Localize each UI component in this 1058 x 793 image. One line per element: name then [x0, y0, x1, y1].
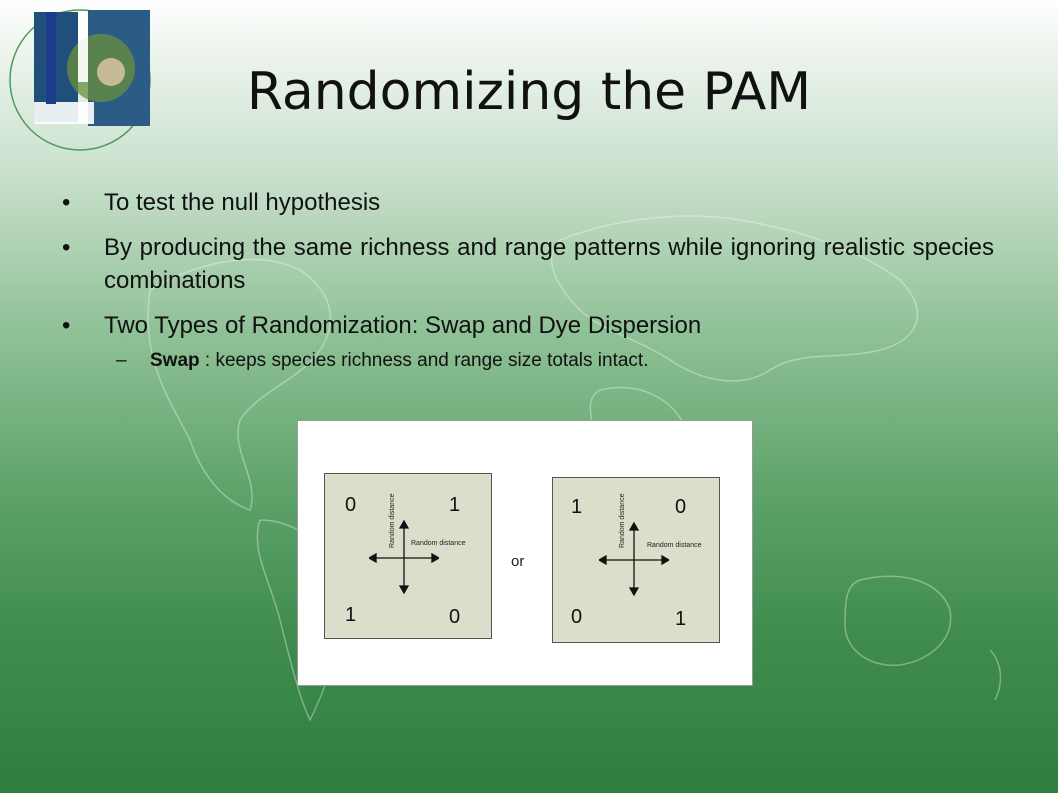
bullet-glyph: •: [62, 189, 71, 216]
cell-top-left: 1: [571, 496, 583, 518]
bullet-text: To test the null hypothesis: [104, 189, 381, 216]
bullet-item: • Two Types of Randomization: Swap and D…: [62, 309, 994, 342]
swap-panel-right: 1 0 0 1 Random distance Random distance: [552, 477, 720, 643]
bullet-glyph: •: [62, 312, 71, 340]
sub-bullet-bold: Swap: [150, 350, 200, 372]
bullet-text: By producing the same richness and range…: [104, 234, 994, 295]
arrow-label-horizontal: Random distance: [647, 542, 702, 549]
bullet-item: • To test the null hypothesis: [62, 186, 994, 219]
sub-bullet-item: – Swap : keeps species richness and rang…: [116, 350, 994, 372]
sub-bullet-rest: : keeps species richness and range size …: [199, 350, 649, 372]
cell-bottom-right: 1: [675, 608, 687, 630]
swap-diagram: 0 1 1 0 Random distance Random distance …: [297, 420, 753, 686]
sub-bullet-dash: –: [116, 350, 127, 372]
swap-panel-left: 0 1 1 0 Random distance Random distance: [324, 473, 492, 639]
cross-arrows-icon: [599, 522, 669, 596]
cell-top-right: 0: [675, 496, 687, 518]
cell-top-left: 0: [345, 494, 357, 516]
cell-bottom-left: 0: [571, 606, 583, 628]
bullet-text: Two Types of Randomization: Swap and Dye…: [104, 312, 702, 340]
bullet-list: • To test the null hypothesis • By produ…: [62, 186, 994, 372]
lifemapper-logo: [9, 9, 151, 151]
or-label: or: [511, 553, 525, 570]
cell-top-right: 1: [449, 494, 461, 516]
sub-bullet-text: Swap : keeps species richness and range …: [150, 350, 648, 372]
cross-arrows-icon: [369, 520, 439, 594]
bullet-glyph: •: [62, 234, 71, 262]
cell-bottom-left: 1: [345, 604, 357, 626]
cell-bottom-right: 0: [449, 606, 461, 628]
arrow-label-horizontal: Random distance: [411, 540, 466, 547]
bullet-item: • By producing the same richness and ran…: [62, 231, 994, 297]
slide-title: Randomizing the PAM: [246, 62, 812, 122]
